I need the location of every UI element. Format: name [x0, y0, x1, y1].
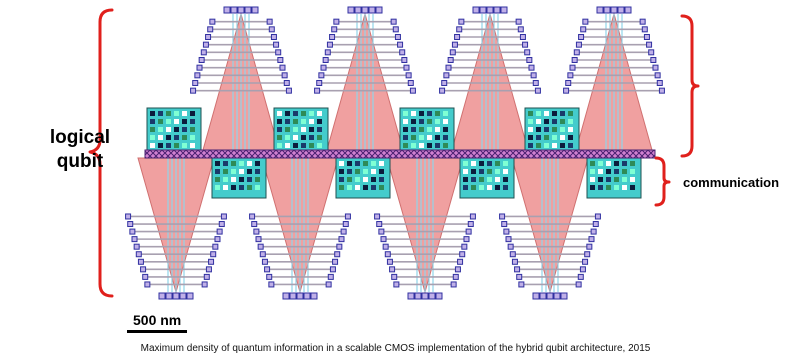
figure-caption: Maximum density of quantum information i… [140, 343, 651, 354]
upper-logic-block-4 [524, 107, 580, 151]
upper-logic-block-3 [399, 107, 455, 151]
logical-qubit-label: logical qubit [49, 127, 111, 172]
upper-logic-block-1 [146, 107, 202, 151]
lower-gate-fan-2 [249, 157, 351, 300]
scale-bar [127, 330, 187, 333]
lower-gate-fan-3 [374, 157, 476, 300]
layout-layer [125, 6, 665, 300]
communication-bus [144, 149, 656, 159]
communication-label: communication [683, 175, 780, 190]
upper-right-bracket [680, 14, 700, 158]
lower-gate-fan-1 [125, 157, 227, 300]
lower-logic-block-1 [211, 157, 267, 199]
lower-logic-block-3 [459, 157, 515, 199]
communication-bracket [654, 156, 671, 207]
brackets [88, 8, 700, 298]
upper-gate-fan-1 [190, 6, 292, 151]
upper-gate-fan-4 [563, 6, 665, 151]
scale-bar-label: 500 nm [133, 312, 182, 328]
logical-qubit-bracket [88, 8, 114, 298]
lower-logic-block-2 [335, 157, 391, 199]
lower-logic-block-4 [586, 157, 642, 199]
upper-logic-block-2 [273, 107, 329, 151]
lower-gate-fan-4 [499, 157, 601, 300]
upper-gate-fan-3 [439, 6, 541, 151]
